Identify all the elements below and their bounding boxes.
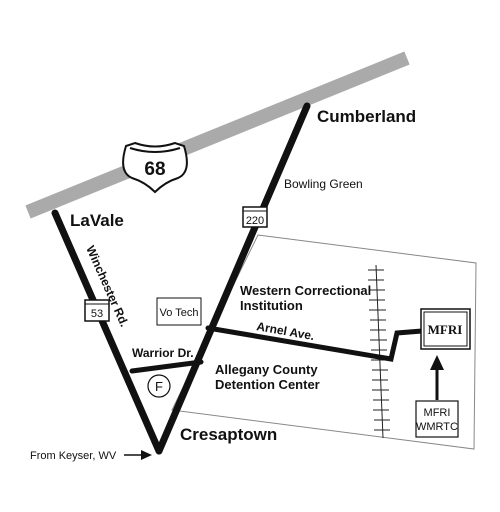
mfri-wmrtc-line-1: MFRI [424,407,451,419]
roads [51,102,425,455]
mfri-wmrtc-line-2: WMRTC [416,421,458,433]
vo-tech-label: Vo Tech [160,307,199,319]
wmrtc-to-mfri-arrow [430,355,444,400]
cumberland-label: Cumberland [317,107,416,126]
arnel-avenue-road [205,325,425,362]
circle-f-marker: F [147,374,171,398]
cresaptown-label: Cresaptown [180,425,277,444]
route-220-shield: 220 [242,206,268,228]
route-53-number: 53 [91,308,103,320]
interstate-68-road [25,51,410,219]
from-keyser-arrow [124,450,152,460]
mfri-label: MFRI [428,322,463,337]
warrior-drive-road [129,359,204,374]
railroad-track [368,264,390,439]
mfri-building: MFRI [420,308,471,350]
vo-tech-building: Vo Tech [156,297,202,326]
allegany-detention-line-2: Detention Center [215,377,320,392]
western-correctional-line-2: Institution [240,298,303,313]
route-53-shield: 53 [84,299,110,322]
allegany-detention-line-1: Allegany County [215,362,318,377]
lavale-label: LaVale [70,211,124,230]
circle-f-letter: F [155,379,163,394]
bowling-green-label: Bowling Green [284,177,363,191]
interstate-68-number: 68 [144,159,165,180]
from-keyser-label: From Keyser, WV [30,450,117,462]
western-correctional-line-1: Western Correctional [240,283,371,298]
warrior-drive-label: Warrior Dr. [132,346,194,360]
interstate-68-shield: 68 [122,141,188,194]
route-220-number: 220 [246,215,264,227]
mfri-wmrtc-building: MFRI WMRTC [415,400,459,438]
winchester-road [51,209,163,455]
route-220-road [155,102,311,455]
